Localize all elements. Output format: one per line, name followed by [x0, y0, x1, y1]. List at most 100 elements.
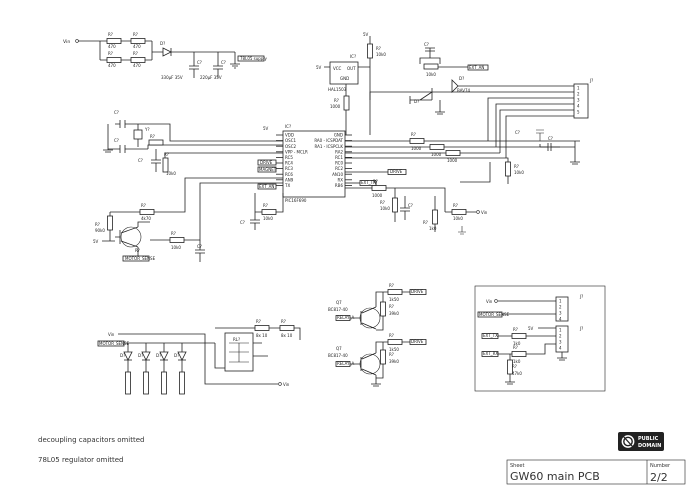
- relay-diode-ref: D?: [120, 353, 125, 358]
- resistor-r470-b: [130, 38, 146, 44]
- connector-j-b-ref: J?: [579, 326, 583, 331]
- r-rb6-pd-val: 10k0: [380, 206, 390, 211]
- r-val-c: 470: [108, 63, 116, 68]
- net-flag-drive-left: [257, 159, 277, 166]
- mcu-pin-right-label: RC1: [335, 155, 343, 160]
- connector-j-right-pin: 4: [559, 317, 562, 322]
- q-driver-5v: 5V: [93, 239, 99, 244]
- resistor-tx: [261, 209, 277, 215]
- connector-j-top-pin: 2: [577, 92, 580, 97]
- resistor-vin-sense: [451, 209, 467, 215]
- resistor-mclr: [162, 157, 169, 173]
- cap-pot-ref: C?: [424, 42, 429, 47]
- net-flag-drive-q7a: [409, 289, 427, 295]
- cap-mclr-ref: C?: [138, 158, 143, 163]
- mcu-body: [282, 130, 346, 198]
- cap-osc-a-ref: C?: [114, 110, 119, 115]
- r-1k50-b-ref: R?: [389, 333, 394, 338]
- mcu-pin-right-label: AN10: [332, 172, 343, 177]
- net-flag-drive-left-text: DRIVE: [260, 160, 273, 165]
- net-flag-supply: [237, 55, 265, 62]
- diode-input-ref: D?: [160, 41, 165, 46]
- transistor-q7-a: [359, 307, 381, 329]
- r-rc0-ref: R?: [514, 164, 519, 169]
- switch: [409, 91, 433, 104]
- diode-bav74: [451, 79, 459, 93]
- mcu-pin-left-label: AN9: [285, 177, 294, 182]
- hall-ref: IC?: [350, 54, 356, 59]
- net-flag-motor-b: [97, 340, 125, 347]
- input-supply-section: Vin R? 470 R? 470 R? 470 R? 470 D? 330µF…: [63, 32, 267, 80]
- vin-label-sense: Vin: [481, 210, 488, 215]
- r-39k-b-val: 39k0: [389, 359, 399, 364]
- resistor-r470-d: [130, 57, 146, 63]
- cap-icsp-a-ref: C?: [515, 130, 520, 135]
- r-39k-a-val: 39k0: [389, 311, 399, 316]
- r-8x10-a-ref: R?: [256, 319, 261, 324]
- diode-input: [162, 47, 172, 57]
- crystal-ref: Y?: [144, 127, 150, 132]
- net-flag-ext-an-b-text: EXT_AN: [469, 65, 484, 70]
- r-10k-b-val: 10k0: [171, 245, 181, 250]
- connector-j-top: [573, 83, 589, 119]
- net-flag-motor-b-text: MOTOR_SENSE: [99, 341, 130, 346]
- relay-diode: [141, 351, 151, 361]
- badge-line2: DOMAIN: [638, 443, 661, 449]
- relay-section: Vin Vin MOTOR_SENSE D?D?D?D? RL? R? 8x 1…: [97, 319, 301, 395]
- r-1k-ref: R?: [423, 220, 428, 225]
- diode-bav74-ref: D?: [459, 76, 464, 81]
- mcu-pin-right-label: RX: [337, 177, 343, 182]
- resistor-39k-b: [380, 349, 386, 365]
- diode-bav74-part: BAV74: [457, 88, 471, 93]
- r-hall-val: 10k0: [376, 52, 386, 57]
- mcu-pin-right-label: RC0: [335, 161, 343, 166]
- hall-ic-body: [329, 61, 359, 85]
- vin-label-top: Vin: [63, 39, 70, 45]
- relay-diode-flag: [179, 371, 185, 395]
- r-conn-rx-ref: R?: [513, 345, 518, 350]
- hall-pin-out: OUT: [347, 66, 356, 71]
- net-flag-motor-text: MOTOR_SENSE: [125, 256, 156, 261]
- resistor-icspclk: [429, 144, 445, 150]
- badge-line1: PUBLIC: [638, 436, 659, 442]
- connector-j-right-pin: 2: [559, 305, 562, 310]
- mcu-pin-left-label: RC4: [285, 161, 293, 166]
- mcu-pin-left-label: VPP - MCLR: [285, 149, 308, 154]
- r-ref-d: R?: [133, 51, 138, 56]
- r-ref-b: R?: [133, 32, 138, 37]
- r-tx-ref: R?: [263, 203, 268, 208]
- mcu-pin-right-label: RA0 - ICSPDAT: [314, 138, 343, 143]
- hall-sensor-section: IC? VCC OUT GND HAL1503 5V 5V R? 10k0 R?…: [316, 32, 386, 135]
- connector-j-a-ref: J?: [579, 294, 583, 299]
- mcu-left-flags: DRIVE MAGNET EXT_AN C? R? 10k0: [240, 159, 284, 230]
- resistor-icspdat: [409, 138, 425, 144]
- cap-osc-b-ref: C?: [114, 138, 119, 143]
- r-8x10-b-val: 8x 10: [281, 333, 293, 338]
- resistor-rb6-pd: [392, 197, 398, 213]
- relay-diode: [159, 351, 169, 361]
- r-10k-b-ref: R?: [171, 231, 176, 236]
- vin-label-relay-out: Vin: [283, 382, 290, 387]
- r-hall-ref: R?: [376, 46, 381, 51]
- r-rb6-pd-ref: R?: [380, 200, 385, 205]
- cap-pot: [425, 47, 435, 58]
- r-val-b: 470: [133, 44, 141, 49]
- net-flag-motor-c-text: MOTOR_SENSE: [479, 312, 510, 317]
- transistor-q7-b: [359, 353, 381, 375]
- cap-icsp-b: [539, 143, 575, 151]
- mcu-ref: IC?: [285, 124, 291, 129]
- r-hall-series-val: 1000: [330, 104, 341, 109]
- note-regulator: 78L05 regulator omitted: [38, 456, 124, 464]
- r-vin-sense-val: 10k0: [453, 216, 463, 221]
- r-90k-ref: R?: [95, 222, 100, 227]
- net-flag-magnet-text: MAGNET: [259, 167, 277, 172]
- resistor-r470-a: [106, 38, 122, 44]
- resistor-conn-tx: [511, 333, 527, 339]
- connector-j-right-pin: 1: [559, 328, 562, 333]
- r-rc0-val: 10k0: [514, 170, 524, 175]
- mcu-pin-left-label: TX: [284, 183, 290, 188]
- number-label: Number: [650, 463, 671, 469]
- connector-j-right-pin: 1: [559, 299, 562, 304]
- connector-j-right-pin: 3: [559, 340, 562, 345]
